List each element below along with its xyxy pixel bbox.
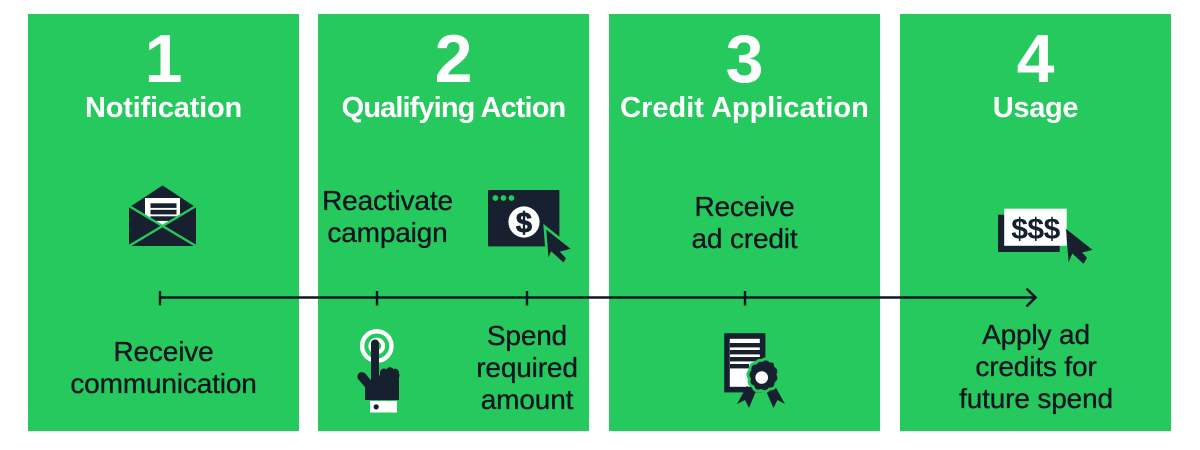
svg-text:$$$: $$$: [1011, 213, 1060, 246]
svg-text:$: $: [516, 207, 532, 239]
